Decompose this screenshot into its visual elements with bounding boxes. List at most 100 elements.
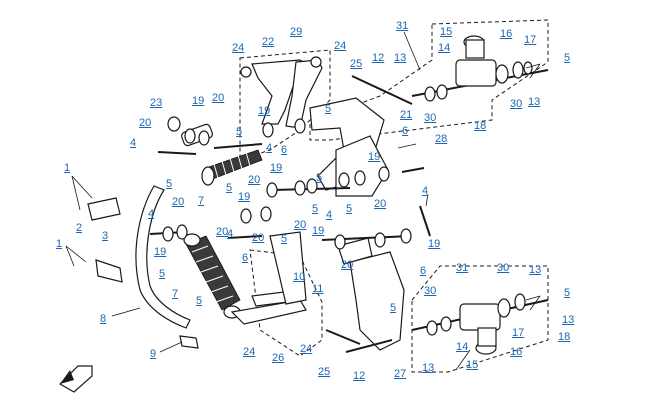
callout-9: 9	[150, 348, 157, 360]
callout-6: 6	[420, 265, 427, 277]
bushing-chain-lower	[162, 206, 412, 250]
bolt-4-b	[213, 143, 263, 149]
callout-24: 24	[300, 343, 313, 355]
bushing-24b	[310, 56, 322, 68]
leader-lines	[65, 31, 541, 371]
callout-19: 19	[238, 191, 251, 203]
callout-7: 7	[172, 288, 179, 300]
swing-arm-26	[230, 299, 307, 325]
callout-3: 3	[102, 230, 109, 242]
lower-detail-boundary	[411, 265, 549, 373]
callout-4: 4	[422, 185, 429, 197]
lower-bracket-link	[337, 237, 373, 265]
callout-31: 31	[396, 20, 409, 32]
callout-24: 24	[232, 42, 245, 54]
callout-7: 7	[198, 195, 205, 207]
callout-31: 31	[456, 262, 469, 274]
callout-17: 17	[512, 327, 525, 339]
callout-27: 27	[394, 368, 407, 380]
callout-15: 15	[466, 359, 479, 371]
callout-5: 5	[196, 295, 203, 307]
rod-25-upper	[351, 75, 413, 105]
callout-26: 26	[272, 352, 285, 364]
callout-30: 30	[510, 98, 523, 110]
bolt-4-d	[227, 235, 263, 239]
link-1-upper	[87, 197, 121, 221]
callout-21: 21	[400, 109, 413, 121]
tie-rod-8	[135, 185, 191, 329]
callout-5: 5	[325, 103, 332, 115]
callout-20: 20	[341, 259, 354, 271]
callout-30: 30	[497, 262, 510, 274]
callout-5: 5	[236, 126, 243, 138]
callout-13: 13	[528, 96, 541, 108]
callout-5: 5	[346, 203, 353, 215]
bolt-4-a	[157, 151, 197, 155]
callout-20: 20	[248, 174, 261, 186]
callout-6: 6	[281, 144, 288, 156]
shock-absorber-top	[181, 123, 263, 186]
callout-4: 4	[130, 137, 137, 149]
swing-arm-side	[269, 231, 307, 305]
detail-lower-right	[411, 293, 549, 355]
callout-5: 5	[564, 52, 571, 64]
callout-2: 2	[76, 222, 83, 234]
callout-15: 15	[440, 26, 453, 38]
callout-16: 16	[500, 28, 513, 40]
callout-4: 4	[227, 228, 234, 240]
callout-11: 11	[312, 283, 324, 295]
callout-13: 13	[529, 264, 542, 276]
callout-20: 20	[172, 196, 185, 208]
callout-23: 23	[150, 97, 163, 109]
callout-20: 20	[374, 198, 387, 210]
link-1-lower	[95, 259, 123, 283]
callout-5: 5	[281, 233, 288, 245]
callout-24: 24	[334, 40, 347, 52]
callout-30: 30	[424, 285, 437, 297]
lower-bracket-27	[349, 251, 405, 351]
callout-14: 14	[438, 42, 451, 54]
callout-20: 20	[216, 226, 229, 238]
callout-10: 10	[293, 271, 306, 283]
callout-22: 22	[262, 36, 275, 48]
front-arrow-icon	[59, 365, 93, 393]
bolt-4-f	[401, 167, 425, 173]
callout-20: 20	[139, 117, 152, 129]
detail-upper-right	[411, 35, 549, 102]
callout-19: 19	[368, 151, 381, 163]
callout-18: 18	[558, 331, 571, 343]
callout-29: 29	[290, 26, 303, 38]
bushing-chain-mid	[266, 166, 390, 198]
callout-19: 19	[258, 105, 271, 117]
callout-5: 5	[312, 203, 319, 215]
callout-5: 5	[564, 287, 571, 299]
rod-12-lower	[345, 339, 393, 353]
callout-20: 20	[294, 219, 307, 231]
callout-24: 24	[243, 346, 256, 358]
callout-6: 6	[402, 125, 409, 137]
callout-20: 20	[252, 232, 265, 244]
callout-6: 6	[242, 252, 249, 264]
callout-5: 5	[390, 302, 397, 314]
callout-30: 30	[424, 112, 437, 124]
callout-20: 20	[212, 92, 225, 104]
bolt-4-g	[419, 205, 431, 237]
callout-25: 25	[350, 58, 363, 70]
callout-19: 19	[312, 225, 325, 237]
callout-19: 19	[192, 95, 205, 107]
callout-16: 16	[510, 346, 523, 358]
bushing-24a	[240, 66, 252, 78]
callout-13: 13	[562, 314, 575, 326]
callout-4: 4	[326, 209, 333, 221]
callout-5: 5	[159, 268, 166, 280]
callout-13: 13	[422, 362, 435, 374]
callout-19: 19	[428, 238, 441, 250]
callout-12: 12	[372, 52, 385, 64]
callout-1: 1	[64, 162, 71, 174]
callout-5: 5	[226, 182, 233, 194]
callout-1: 1	[56, 238, 63, 250]
callout-12: 12	[353, 370, 366, 382]
callout-8: 8	[100, 313, 107, 325]
